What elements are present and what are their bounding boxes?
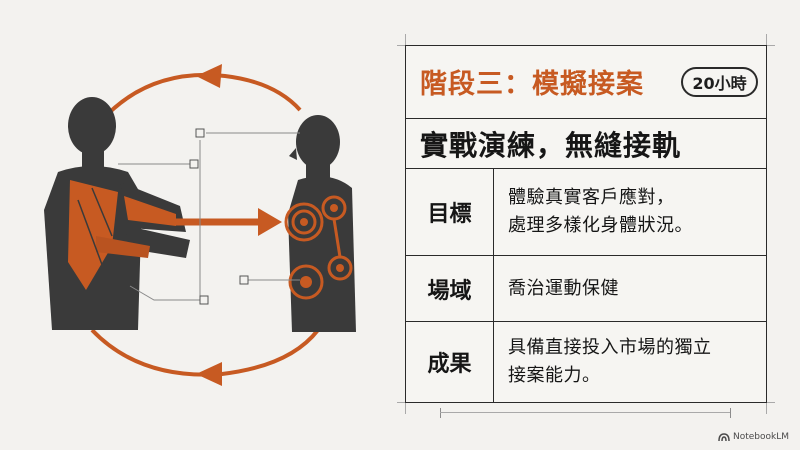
cycle-arc-bottom: [90, 328, 320, 377]
guide-dimension-line: [440, 412, 730, 413]
practitioner-figure: [44, 97, 190, 330]
row-label: 目標: [406, 168, 494, 255]
cycle-arc-top: [100, 73, 302, 122]
row-label: 成果: [406, 322, 494, 402]
table-row-outcome: 成果 具備直接投入市場的獨立 接案能力。: [406, 322, 766, 402]
guide-tick: [730, 408, 731, 418]
client-figure: [284, 115, 356, 332]
callout-markers: [189, 128, 249, 305]
row-value: 具備直接投入市場的獨立 接案能力。: [508, 337, 712, 386]
brand-watermark: NotebookLM: [718, 432, 789, 442]
title-row: 階段三：模擬接案 20小時: [406, 46, 766, 119]
table-row-goal: 目標 體驗真實客戶應對， 處理多樣化身體狀況。: [406, 168, 766, 256]
brand-name: NotebookLM: [733, 432, 790, 442]
table-row-venue: 場域 喬治運動保健: [406, 256, 766, 322]
force-arrow-head-icon: [258, 208, 282, 236]
cycle-arrow-top-icon: [196, 64, 222, 88]
row-label: 場域: [406, 256, 494, 321]
callout-lines: [118, 132, 300, 301]
row-value: 體驗真實客戶應對， 處理多樣化身體狀況。: [508, 186, 693, 236]
cycle-arrow-bottom-icon: [196, 362, 222, 386]
notebooklm-logo-icon: [718, 432, 730, 441]
page-subtitle: 實戰演練，無縫接軌: [420, 129, 682, 162]
guide-tick: [440, 408, 441, 418]
therapy-illustration: [44, 64, 356, 386]
info-card: 階段三：模擬接案 20小時 實戰演練，無縫接軌 目標 體驗真實客戶應對， 處理多…: [405, 45, 767, 403]
row-value: 喬治運動保健: [508, 277, 619, 299]
duration-badge: 20小時: [681, 67, 758, 97]
page-title: 階段三：模擬接案: [420, 69, 644, 100]
subtitle-row: 實戰演練，無縫接軌: [406, 118, 766, 169]
